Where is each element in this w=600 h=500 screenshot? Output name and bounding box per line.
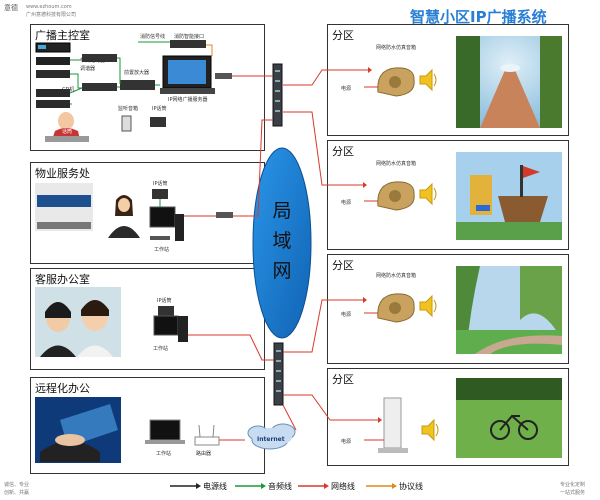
property-ip-phone: [152, 189, 168, 199]
internet-label: Internet: [257, 436, 285, 443]
edge-switch: [273, 342, 284, 406]
zone-title-4: 分区: [332, 373, 354, 386]
internet-cloud: [247, 423, 296, 450]
footer-right-line2: 一站式服务: [560, 490, 586, 496]
sound-icon-1: [419, 68, 437, 92]
lan-label: 局域网: [268, 196, 296, 286]
zone-power-label-4: 电源: [341, 439, 352, 445]
rock-speaker-3: [377, 293, 415, 323]
logo-url: www.ezhoum.com: [26, 4, 72, 10]
service-monitor: [153, 315, 179, 336]
router-label: 路由器: [196, 451, 212, 457]
zone-power-label-1: 电源: [341, 86, 352, 92]
remote-work-photo: [35, 397, 121, 463]
property-monitor: [149, 206, 176, 228]
rock-speaker-2: [377, 181, 415, 211]
footer-right-line1: 专业化定制: [560, 482, 586, 488]
zone-title-1: 分区: [332, 29, 354, 42]
service-ip-phone: [158, 306, 174, 316]
page-title: 智慧小区IP广播系统: [410, 8, 547, 26]
property-workstation-label: 工作站: [154, 247, 170, 253]
rock-speaker-1: [377, 67, 415, 97]
remote-office-title: 远程化办公: [35, 382, 90, 395]
zone-power-label-2: 电源: [341, 200, 352, 206]
zone-title-2: 分区: [332, 145, 354, 158]
monitor-speaker-label: 监听音箱: [118, 106, 139, 112]
sound-icon-4: [421, 418, 439, 442]
company-logo: 意德 www.ezhoum.com 广州意德科技有限公司: [4, 3, 104, 21]
column-speaker-4: [378, 397, 408, 453]
call-center-photo: [35, 287, 121, 357]
preamp-label: 前置放大器: [124, 70, 150, 76]
announcer-figure: [45, 112, 89, 142]
lan-label-text: 局域网: [272, 200, 292, 282]
zone-power-label-3: 电源: [341, 312, 352, 318]
rack-devices: [35, 40, 232, 132]
laptop: [145, 419, 185, 444]
footer-left-line2: 创新、共赢: [4, 490, 30, 496]
lan-cloud: [252, 147, 312, 339]
control-room-title: 广播主控室: [35, 29, 90, 42]
receptionist-figure: [108, 195, 140, 238]
legend-audio-line: 音频线: [268, 482, 292, 491]
sound-icon-3: [419, 294, 437, 318]
zone-photo-4: [456, 378, 562, 458]
program-timer-label: 节目定时器: [80, 58, 106, 64]
service-tower: [178, 316, 188, 342]
property-office-title: 物业服务处: [35, 167, 90, 180]
legend-lines: [170, 483, 397, 489]
service-office-title: 客服办公室: [35, 273, 90, 286]
ip-server-label: IP网络广播服务器: [168, 97, 208, 103]
zone-speaker-label-2: 网络防水仿真音箱: [376, 161, 417, 167]
service-ip-phone-label: IP话筒: [157, 298, 172, 304]
remote-workstation-label: 工作站: [156, 451, 172, 457]
zone-photo-3: [456, 266, 562, 354]
mic-label: 话筒: [62, 129, 73, 135]
legend-power-line: 电源线: [203, 482, 227, 491]
zone-speaker-label-3: 网络防水仿真音箱: [376, 273, 417, 279]
logo-company: 广州意德科技有限公司: [26, 12, 77, 18]
fire-signal-label: 消防信号线: [140, 34, 166, 40]
control-ip-phone-label: IP话筒: [152, 106, 167, 112]
router: [194, 424, 220, 446]
sound-icon-2: [419, 182, 437, 206]
logo-brand: 意德: [4, 4, 18, 12]
zone-photo-2: [456, 152, 562, 240]
service-workstation-label: 工作站: [153, 346, 169, 352]
legend-network-line: 网络线: [331, 482, 355, 491]
fire-interface-label: 消防智能接口: [174, 34, 205, 40]
tuner-label: 调谐器: [80, 66, 96, 72]
zone-speaker-label-1: 网络防水仿真音箱: [376, 45, 417, 51]
property-tower: [175, 214, 184, 241]
cd-label: CD机: [62, 87, 75, 93]
footer-left-line1: 诚信、专业: [4, 482, 30, 488]
property-ip-phone-label: IP话筒: [153, 181, 168, 187]
property-office-photo: [35, 183, 93, 231]
legend-protocol-line: 协议线: [399, 482, 423, 491]
zone-title-3: 分区: [332, 259, 354, 272]
zone-photo-1: [456, 36, 562, 128]
core-switch: [272, 63, 283, 127]
property-switch: [216, 212, 233, 218]
